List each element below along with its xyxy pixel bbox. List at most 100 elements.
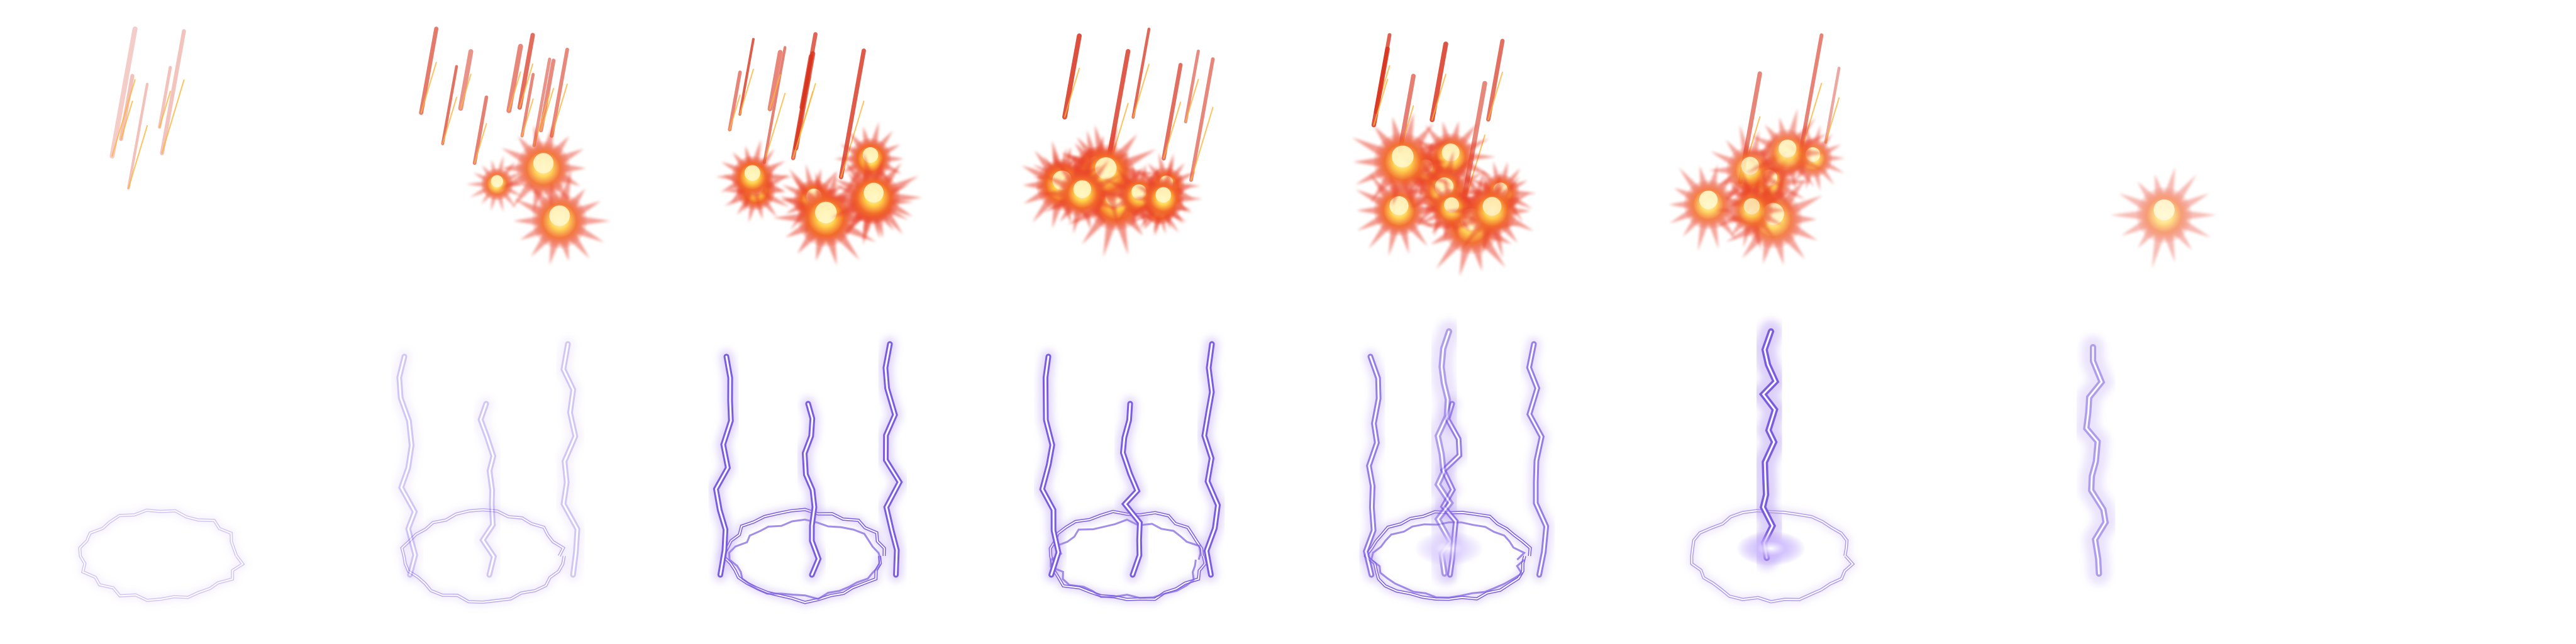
fire-burst bbox=[1668, 164, 1752, 252]
fire-streak bbox=[838, 48, 866, 179]
lightning-frame-4 bbox=[1035, 337, 1225, 604]
fire-streak-core bbox=[111, 79, 136, 157]
fire-frame-1 bbox=[109, 26, 186, 190]
fire-streak-core bbox=[1824, 97, 1840, 143]
fire-streak-core bbox=[1185, 79, 1199, 123]
fire-streak-core bbox=[792, 83, 816, 159]
lightning-frame-2 bbox=[392, 337, 585, 606]
fire-streak-core bbox=[1063, 67, 1080, 118]
lightning-bolt bbox=[1736, 320, 1806, 569]
fire-streak-core bbox=[474, 123, 487, 164]
fire-frame-5 bbox=[1352, 33, 1536, 277]
fire-streak bbox=[517, 33, 535, 110]
lightning-frame-7 bbox=[2074, 336, 2118, 585]
fire-streak bbox=[1162, 63, 1183, 161]
lightning-impact-glow bbox=[1736, 531, 1806, 566]
fire-streak bbox=[127, 82, 149, 190]
fire-streak bbox=[472, 95, 489, 165]
fire-streak-core bbox=[729, 94, 741, 131]
fire-burst bbox=[466, 155, 529, 213]
fire-burst bbox=[1419, 175, 1486, 242]
fire-streak-core bbox=[840, 100, 865, 178]
fire-burst bbox=[1352, 113, 1453, 210]
fire-streak-core bbox=[1373, 79, 1389, 126]
fire-streak-core bbox=[441, 96, 457, 145]
lightning-frame-5 bbox=[1358, 320, 1553, 603]
lightning-ring bbox=[718, 506, 889, 607]
fire-burst bbox=[773, 171, 877, 265]
lightning-frame-6 bbox=[1687, 320, 1858, 606]
fire-row bbox=[109, 26, 2217, 277]
fire-streak-core bbox=[120, 100, 133, 140]
lightning-impact-glow bbox=[1414, 531, 1484, 566]
lightning-ring bbox=[1046, 508, 1209, 604]
fire-streak-core bbox=[769, 74, 781, 110]
fire-streak bbox=[767, 50, 783, 111]
fire-streak bbox=[1189, 57, 1215, 182]
fire-streak-core bbox=[519, 63, 534, 108]
lightning-pillars bbox=[1035, 337, 1225, 582]
fire-streak bbox=[1824, 67, 1841, 144]
fire-streak bbox=[1430, 42, 1448, 123]
lightning-row bbox=[75, 320, 2118, 607]
lightning-pillars bbox=[392, 337, 585, 582]
fire-streak bbox=[1486, 38, 1505, 122]
lightning-frame-1 bbox=[75, 506, 248, 604]
fire-streak-core bbox=[521, 98, 534, 137]
fire-streak-core bbox=[1431, 74, 1446, 121]
fire-burst bbox=[1038, 149, 1122, 234]
fire-streak-core bbox=[161, 79, 185, 154]
fire-burst bbox=[497, 123, 586, 214]
fire-burst bbox=[1716, 170, 1787, 251]
fire-streak bbox=[532, 57, 552, 147]
fire-frame-6 bbox=[1668, 33, 1845, 265]
fire-streak bbox=[550, 48, 569, 138]
fire-streak-core bbox=[1190, 106, 1214, 181]
fire-streak bbox=[1184, 49, 1200, 124]
fire-burst bbox=[716, 139, 793, 213]
fire-streak bbox=[458, 49, 474, 111]
fire-streak bbox=[538, 58, 556, 133]
lightning-bolt bbox=[2074, 336, 2118, 585]
fire-streak-core bbox=[1163, 101, 1182, 159]
fire-frame-4 bbox=[1021, 27, 1215, 257]
fire-streak bbox=[419, 26, 439, 115]
fire-streak bbox=[1131, 27, 1151, 119]
fire-burst bbox=[1742, 108, 1828, 196]
fire-burst bbox=[1443, 170, 1534, 258]
fire-streak-core bbox=[1487, 72, 1503, 120]
fire-streak bbox=[160, 29, 186, 155]
lightning-frame-3 bbox=[708, 337, 908, 607]
fire-streak-core bbox=[158, 91, 171, 128]
fire-streak-core bbox=[763, 92, 786, 164]
fire-streak-core bbox=[551, 83, 568, 136]
fire-burst bbox=[830, 152, 923, 245]
fire-streak bbox=[728, 70, 742, 131]
fire-streak-core bbox=[460, 74, 472, 109]
fire-streak-core bbox=[420, 62, 437, 114]
lightning-ring bbox=[75, 506, 248, 604]
fire-streak bbox=[158, 65, 172, 129]
fire-streak bbox=[1062, 33, 1082, 119]
fire-frame-2 bbox=[419, 26, 611, 265]
fire-burst bbox=[2110, 167, 2217, 269]
fire-streak bbox=[738, 38, 755, 116]
lightning-ring bbox=[1687, 506, 1858, 606]
fire-streak-core bbox=[540, 87, 555, 131]
lightning-bolt bbox=[1414, 320, 1484, 585]
fire-streak-core bbox=[1132, 64, 1150, 118]
fire-streak-core bbox=[128, 125, 148, 189]
fire-streak bbox=[506, 43, 523, 113]
fire-frame-3 bbox=[716, 32, 923, 265]
fire-streak bbox=[520, 72, 535, 138]
lightning-ring bbox=[397, 506, 569, 606]
fire-streak-core bbox=[739, 69, 754, 115]
fire-streak bbox=[763, 46, 787, 164]
fire-burst bbox=[1130, 159, 1202, 236]
fire-streak bbox=[441, 65, 458, 145]
fire-frame-7 bbox=[2110, 167, 2217, 269]
lightning-pillars bbox=[708, 337, 908, 582]
fire-streak bbox=[791, 32, 818, 160]
